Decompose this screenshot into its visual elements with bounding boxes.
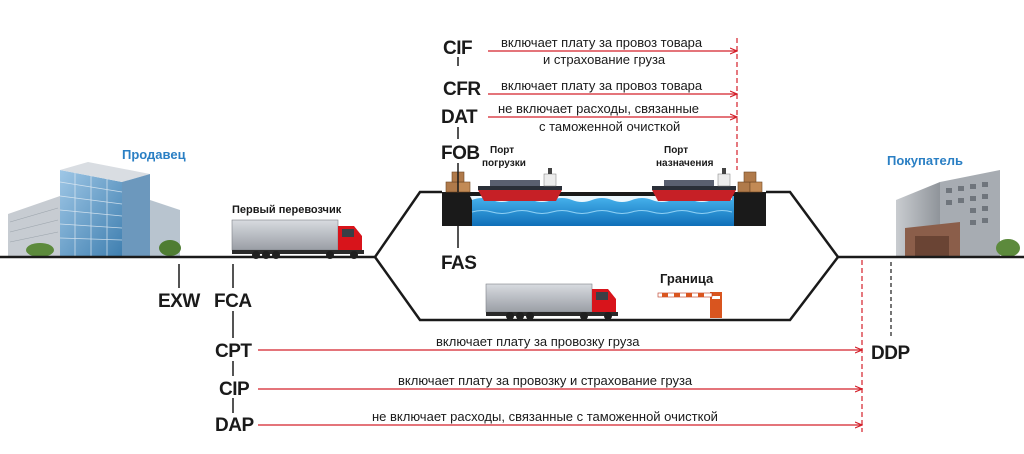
term-cfr: CFR <box>443 79 481 100</box>
first-carrier-label: Первый перевозчик <box>232 204 342 216</box>
term-cpt: CPT <box>215 341 252 362</box>
seller-label: Продавец <box>122 147 186 162</box>
term-cif: CIF <box>443 38 472 59</box>
buyer-building <box>896 170 1020 257</box>
border-label: Граница <box>660 271 714 286</box>
seller-building <box>8 162 181 257</box>
port-destination-label-line1: Порт <box>664 145 688 156</box>
cif-description-line1: включает плату за провоз товара <box>501 35 703 50</box>
term-fob: FOB <box>441 143 480 164</box>
term-fca: FCA <box>214 291 252 312</box>
cpt-description: включает плату за провозку груза <box>436 334 640 349</box>
term-dap: DAP <box>215 415 254 436</box>
border-barrier <box>657 292 722 318</box>
dat-description-line1: не включает расходы, связанные <box>498 101 699 116</box>
cfr-description: включает плату за провоз товара <box>501 78 703 93</box>
buyer-label: Покупатель <box>887 153 963 168</box>
cargo-boxes-destination <box>737 171 763 193</box>
ship-destination <box>652 168 736 201</box>
dat-description-line2: с таможенной очисткой <box>539 119 680 134</box>
term-exw: EXW <box>158 291 200 312</box>
route-outline <box>373 190 840 322</box>
first-carrier-truck <box>231 219 364 259</box>
cif-description-line2: и страхование груза <box>543 52 666 67</box>
term-cip: CIP <box>219 379 250 400</box>
term-fas: FAS <box>441 253 476 274</box>
port-destination-label-line2: назначения <box>656 158 714 169</box>
term-dat: DAT <box>441 107 478 128</box>
dap-description: не включает расходы, связанные с таможен… <box>372 409 718 424</box>
border-truck <box>485 283 618 320</box>
cip-description: включает плату за провозку и страхование… <box>398 373 693 388</box>
ship-loading <box>478 168 562 201</box>
port-loading-label-line1: Порт <box>490 145 514 156</box>
sea-ripples <box>471 210 733 214</box>
term-ddp: DDP <box>871 343 910 364</box>
port-loading-label-line2: погрузки <box>482 158 526 169</box>
